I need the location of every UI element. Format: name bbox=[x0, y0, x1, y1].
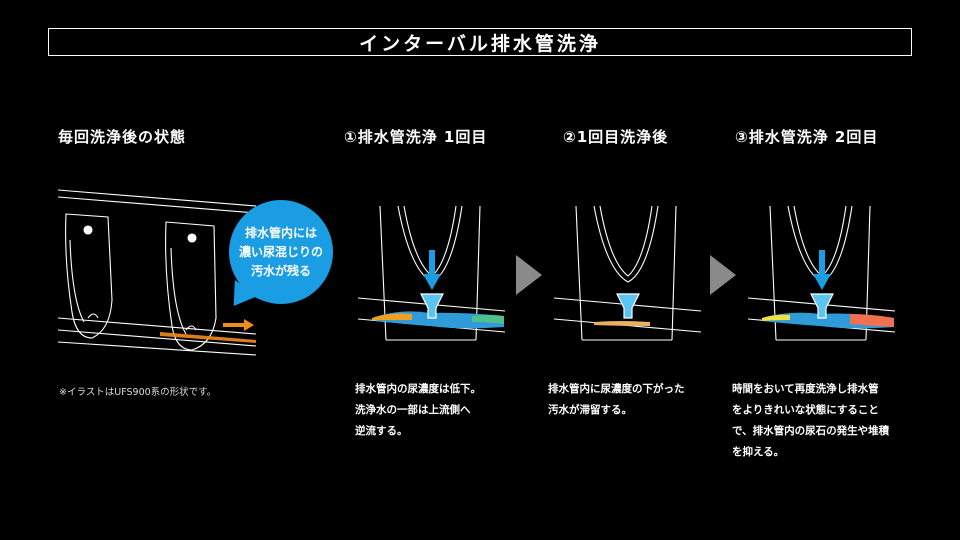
heading-state: 毎回洗浄後の状態 bbox=[58, 128, 187, 146]
water-arrow-step1-icon bbox=[423, 250, 441, 290]
desc-step3-line-1: 時間をおいて再度洗浄し排水管 bbox=[732, 383, 879, 395]
bubble-line-3: 汚水が残る bbox=[250, 263, 311, 278]
flow-arrow-icon bbox=[223, 319, 254, 331]
title-box: インターバル排水管洗浄 bbox=[48, 28, 912, 56]
bubble-line-1: 排水管内には bbox=[244, 225, 317, 240]
heading-step3: ③排水管洗浄 2回目 bbox=[735, 128, 879, 146]
desc-step3: 時間をおいて再度洗浄し排水管 をよりきれいな状態にすること で、排水管内の尿石の… bbox=[732, 379, 889, 463]
bubble-line-2: 濃い尿混じりの bbox=[238, 244, 323, 259]
desc-step1-line-3: 逆流する。 bbox=[355, 425, 408, 437]
page-title: インターバル排水管洗浄 bbox=[359, 32, 601, 55]
urinal-1 bbox=[65, 213, 113, 339]
illustration-note: ※イラストはUFS900系の形状です。 bbox=[59, 387, 217, 398]
water-arrow-step3-icon bbox=[813, 250, 831, 290]
desc-step1-line-2: 洗浄水の一部は上流側へ bbox=[355, 404, 471, 416]
heading-step1: ①排水管洗浄 1回目 bbox=[344, 128, 488, 146]
desc-step3-line-4: を抑える。 bbox=[732, 446, 785, 458]
desc-step3-line-3: で、排水管内の尿石の発生や堆積 bbox=[732, 425, 890, 437]
urinal-2 bbox=[165, 221, 217, 351]
step-arrow-1-icon bbox=[516, 255, 542, 295]
desc-step3-line-2: をよりきれいな状態にすること bbox=[732, 404, 879, 416]
urine-residue bbox=[160, 332, 256, 343]
step-arrow-2-icon bbox=[710, 255, 736, 295]
desc-step1-line-1: 排水管内の尿濃度は低下。 bbox=[355, 383, 481, 395]
residue-step2 bbox=[594, 321, 650, 326]
desc-step2-line-1: 排水管内に尿濃度の下がった bbox=[548, 383, 685, 395]
desc-step1: 排水管内の尿濃度は低下。 洗浄水の一部は上流側へ 逆流する。 bbox=[355, 379, 481, 442]
speech-bubble: 排水管内には 濃い尿混じりの 汚水が残る bbox=[229, 200, 333, 304]
heading-step2: ②1回目洗浄後 bbox=[563, 128, 669, 146]
desc-step2-line-2: 汚水が滞留する。 bbox=[548, 404, 632, 416]
desc-step2: 排水管内に尿濃度の下がった 汚水が滞留する。 bbox=[548, 379, 685, 421]
